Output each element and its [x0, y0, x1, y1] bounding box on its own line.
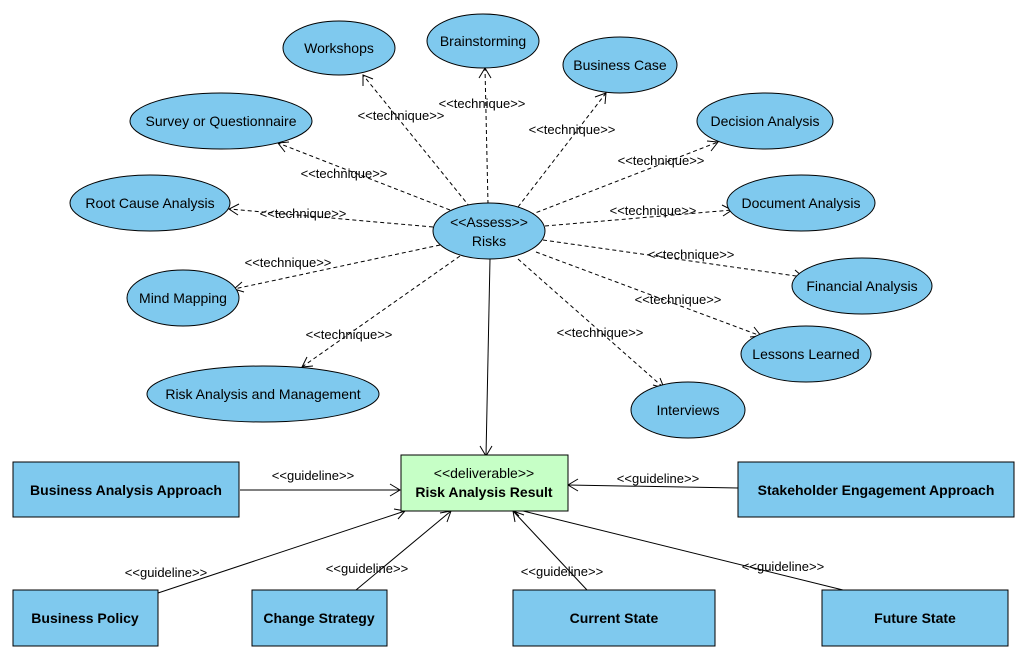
edge-label-business-analysis-approach: <<guideline>> [272, 468, 354, 483]
node-label: Risk Analysis and Management [165, 386, 360, 402]
edge-decision-analysis [529, 140, 719, 216]
node-label: Current State [570, 610, 659, 626]
node-mind-mapping[interactable]: Mind Mapping [126, 269, 240, 327]
edge-label-current-state: <<guideline>> [521, 564, 603, 579]
node-label: Interviews [656, 402, 719, 418]
edge-label-change-strategy: <<guideline>> [326, 561, 408, 576]
node-brainstorming[interactable]: Brainstorming [426, 13, 540, 69]
edge-risk-analysis [301, 255, 461, 368]
node-workshops[interactable]: Workshops [282, 20, 396, 76]
node-label: Stakeholder Engagement Approach [758, 482, 995, 498]
node-current-state[interactable]: Current State [512, 589, 716, 647]
edge-label-risk-analysis: <<technique>> [306, 327, 393, 342]
edge-labels: <<technique>> <<technique>> <<technique>… [125, 96, 824, 580]
edge-label-business-policy: <<guideline>> [125, 565, 207, 580]
node-label: Document Analysis [741, 195, 860, 211]
edge-brainstorming [478, 67, 492, 205]
node-business-case[interactable]: Business Case [562, 36, 678, 94]
node-label: Business Analysis Approach [30, 482, 222, 498]
deliverable-name: Risk Analysis Result [415, 484, 553, 500]
node-change-strategy[interactable]: Change Strategy [251, 589, 388, 647]
node-label: Mind Mapping [139, 290, 227, 306]
edge-label-root-cause: <<technique>> [260, 206, 347, 221]
center-stereotype: <<Assess>> [450, 214, 528, 230]
node-assess-risks[interactable]: <<Assess>> Risks [432, 202, 546, 260]
edge-label-brainstorming: <<technique>> [439, 96, 526, 111]
node-document-analysis[interactable]: Document Analysis [726, 174, 876, 232]
node-risk-analysis-and-management[interactable]: Risk Analysis and Management [146, 365, 380, 423]
guideline-edges [157, 478, 844, 594]
node-label: Financial Analysis [806, 278, 917, 294]
technique-nodes: Workshops Brainstorming Business Case Su… [69, 13, 933, 439]
node-interviews[interactable]: Interviews [630, 381, 746, 439]
node-label: Root Cause Analysis [85, 195, 214, 211]
edge-label-future-state: <<guideline>> [742, 559, 824, 574]
node-label: Workshops [304, 40, 374, 56]
node-financial-analysis[interactable]: Financial Analysis [791, 257, 933, 315]
node-future-state[interactable]: Future State [821, 589, 1009, 647]
edge-business-case [517, 92, 607, 208]
edge-label-business-case: <<technique>> [529, 122, 616, 137]
node-lessons-learned[interactable]: Lessons Learned [740, 325, 872, 383]
edge-label-survey: <<technique>> [301, 166, 388, 181]
node-label: Decision Analysis [711, 113, 820, 129]
edge-label-lessons-learned: <<technique>> [635, 292, 722, 307]
deliverable-stereotype: <<deliverable>> [434, 465, 534, 481]
edge-center-deliverable [479, 258, 493, 457]
guideline-nodes: Business Analysis Approach Stakeholder E… [12, 461, 1015, 647]
node-label: Survey or Questionnaire [146, 113, 297, 129]
edge-label-financial-analysis: <<technique>> [648, 247, 735, 262]
node-label: Business Policy [31, 610, 139, 626]
edge-interviews [517, 258, 665, 389]
node-risk-analysis-result[interactable]: <<deliverable>> Risk Analysis Result [400, 454, 569, 512]
node-label: Change Strategy [263, 610, 374, 626]
node-stakeholder-engagement-approach[interactable]: Stakeholder Engagement Approach [737, 461, 1015, 518]
node-root-cause-analysis[interactable]: Root Cause Analysis [69, 174, 231, 232]
node-label: Lessons Learned [752, 346, 859, 362]
node-label: Future State [874, 610, 956, 626]
edge-label-stakeholder-engagement: <<guideline>> [617, 471, 699, 486]
edge-root-cause [228, 203, 434, 228]
node-business-policy[interactable]: Business Policy [12, 589, 159, 647]
edge-label-document-analysis: <<technique>> [610, 203, 697, 218]
node-business-analysis-approach[interactable]: Business Analysis Approach [12, 461, 240, 518]
edge-business-analysis-approach [240, 483, 401, 497]
node-label: Business Case [573, 57, 667, 73]
edge-label-mind-mapping: <<technique>> [245, 255, 332, 270]
edge-workshops [362, 74, 471, 208]
node-decision-analysis[interactable]: Decision Analysis [696, 92, 834, 150]
node-label: Brainstorming [440, 33, 526, 49]
node-survey-or-questionnaire[interactable]: Survey or Questionnaire [129, 92, 313, 150]
edge-label-workshops: <<technique>> [358, 108, 445, 123]
edge-label-interviews: <<technique>> [557, 325, 644, 340]
edge-label-decision-analysis: <<technique>> [618, 153, 705, 168]
center-name: Risks [472, 233, 506, 249]
